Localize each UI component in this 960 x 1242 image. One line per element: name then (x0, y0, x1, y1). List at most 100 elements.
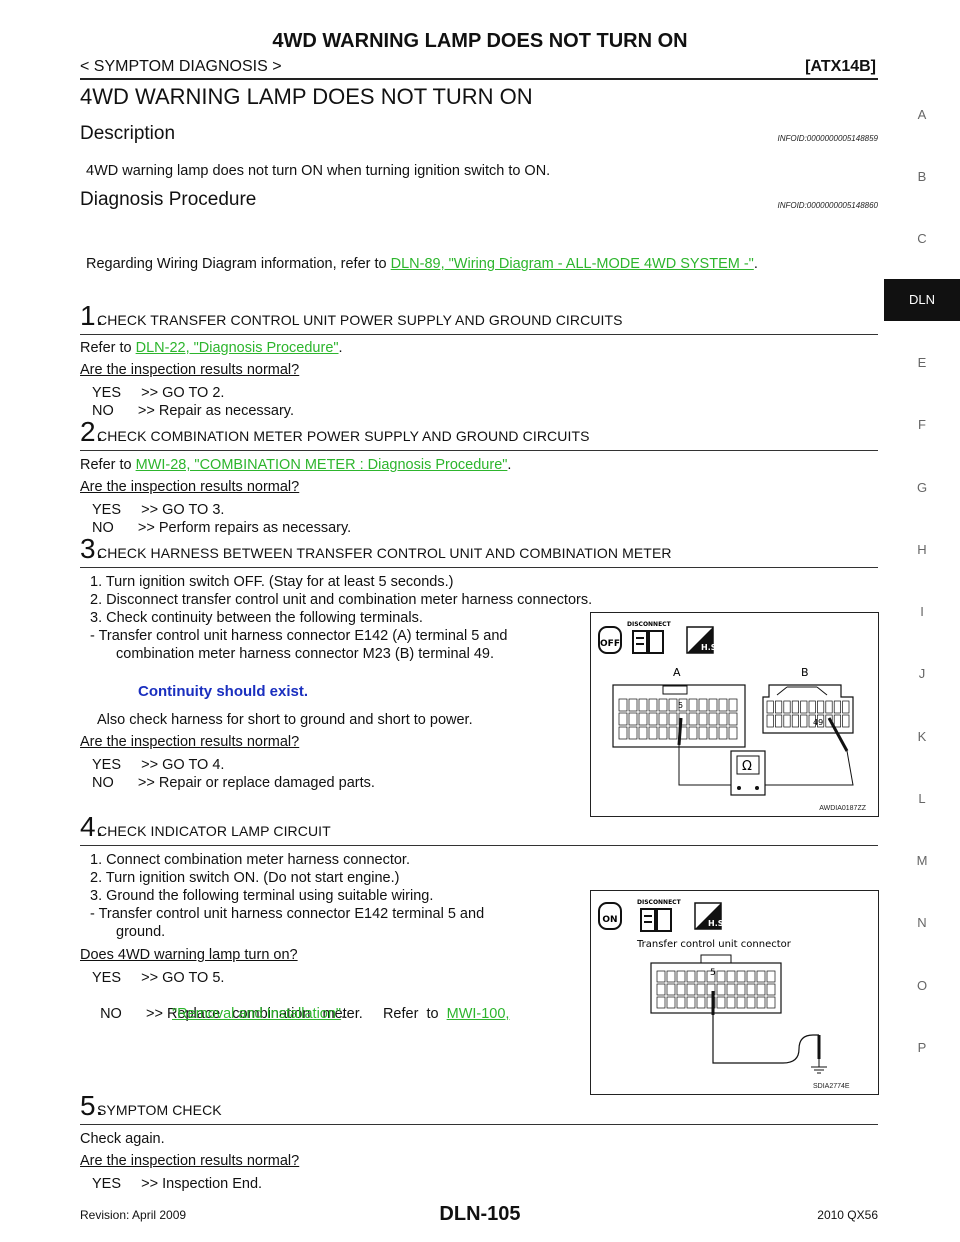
section-tab-e[interactable]: E (917, 355, 927, 370)
step-1-link[interactable]: DLN-22, "Diagnosis Procedure" (135, 340, 339, 356)
header-section: < SYMPTOM DIAGNOSIS > (80, 58, 282, 75)
connector-cell (718, 726, 728, 740)
connector-cell (698, 726, 708, 740)
step-5-number: 5. (80, 1090, 104, 1121)
connector-cell (817, 700, 825, 714)
connector-cell (716, 996, 726, 1009)
connector-cell (676, 970, 686, 983)
section-tab-j[interactable]: J (918, 666, 926, 681)
ground-diagram: ON DISCONNECT H.S. Transfer control unit… (598, 899, 827, 1074)
section-tab-c[interactable]: C (917, 231, 927, 246)
section-tab-l[interactable]: L (918, 791, 926, 806)
step-3-title: CHECK HARNESS BETWEEN TRANSFER CONTROL U… (97, 545, 672, 561)
section-tab-k[interactable]: K (917, 729, 927, 744)
connector-cell (698, 698, 708, 712)
wiring-diagram-link[interactable]: DLN-89, "Wiring Diagram - ALL-MODE 4WD S… (390, 256, 754, 272)
step-3-yes: YES >> GO TO 4. (92, 757, 225, 773)
connector-cell (706, 970, 716, 983)
connector-cell (648, 712, 658, 726)
ground-symbol-icon (811, 1059, 827, 1074)
ohmmeter-icon: Ω (730, 750, 766, 796)
step-2-link[interactable]: MWI-28, "COMBINATION METER : Diagnosis P… (135, 457, 508, 473)
section-tab-n[interactable]: N (917, 915, 927, 930)
connector-cell (696, 970, 706, 983)
step-4-no-suffix: . (341, 1006, 346, 1022)
disconnect-icon: DISCONNECT (637, 899, 682, 932)
ignition-off-icon: OFF (598, 626, 622, 654)
connector-cell (676, 983, 686, 996)
connector-cell (628, 698, 638, 712)
connector-cell (842, 714, 850, 728)
step-3-item-4: - Transfer control unit harness connecto… (90, 628, 508, 644)
description-text: 4WD warning lamp does not turn ON when t… (86, 163, 551, 179)
step-4-link-2[interactable]: "Removal and Installation" (172, 1006, 342, 1022)
step-4-link-1[interactable]: MWI-100, (446, 1006, 510, 1022)
section-tab-g[interactable]: G (916, 480, 928, 495)
step-1-refer-prefix: Refer to (80, 340, 136, 356)
section-tab-dln[interactable]: DLN (884, 279, 960, 321)
connector-cell (736, 996, 746, 1009)
section-tab-m[interactable]: M (916, 853, 928, 868)
connector-cell (766, 996, 776, 1009)
connector-cell (775, 714, 783, 728)
step-4-item-2: 2. Turn ignition switch ON. (Do not star… (90, 870, 400, 886)
step-5-header: 5. SYMPTOM CHECK (80, 1090, 878, 1125)
connector-cell (638, 712, 648, 726)
step-3-also: Also check harness for short to ground a… (97, 712, 473, 728)
connector-cell (658, 726, 668, 740)
connector-cell (817, 714, 825, 728)
section-tab-i[interactable]: I (920, 604, 924, 619)
header-rule (80, 78, 878, 80)
step-3-item-3: 3. Check continuity between the followin… (90, 610, 423, 626)
step-2-yes: YES >> GO TO 3. (92, 502, 225, 518)
connector-cell (808, 700, 816, 714)
step-3-question: Are the inspection results normal? (80, 734, 300, 750)
step-2-refer-prefix: Refer to (80, 457, 136, 473)
step-1-question: Are the inspection results normal? (80, 362, 300, 378)
connector-cell (638, 726, 648, 740)
footer-model: 2010 QX56 (817, 1208, 878, 1222)
connector-cell (648, 726, 658, 740)
section-tab-a[interactable]: A (917, 107, 927, 122)
description-heading: Description (80, 123, 176, 144)
step-2-number: 2. (80, 416, 104, 447)
step-4-no: NO >> Replace combination meter. Refer t… (92, 987, 509, 1023)
description-infoid: INFOID:0000000005148859 (777, 134, 878, 143)
connector-cell (728, 726, 738, 740)
hs-label-2: H.S. (708, 919, 727, 928)
off-label: OFF (600, 639, 620, 649)
section-tab-f[interactable]: F (918, 417, 926, 432)
footer-revision: Revision: April 2009 (80, 1208, 187, 1222)
step-4-item-1: 1. Connect combination meter harness con… (90, 852, 410, 868)
connector-cell (746, 996, 756, 1009)
connector-cell (706, 996, 716, 1009)
step-2-refer-suffix: . (507, 457, 512, 473)
connector-cell (833, 714, 841, 728)
step-1-header: 1. CHECK TRANSFER CONTROL UNIT POWER SUP… (80, 300, 878, 335)
section-tab-o[interactable]: O (916, 978, 928, 993)
connector-a: 5 (612, 684, 746, 748)
section-tab-h[interactable]: H (917, 542, 927, 557)
ignition-on-icon: ON (598, 902, 622, 930)
connector-cell (656, 996, 666, 1009)
connector-cell (638, 698, 648, 712)
connector-cell (618, 712, 628, 726)
connector-cell (766, 700, 774, 714)
connector-cell (783, 714, 791, 728)
step-5-text: Check again. (80, 1131, 165, 1147)
step-4-question: Does 4WD warning lamp turn on? (80, 947, 298, 963)
step-3-item-1: 1. Turn ignition switch OFF. (Stay for a… (90, 574, 454, 590)
step-1-yes: YES >> GO TO 2. (92, 385, 225, 401)
figure-2-code: SDIA2774E (813, 1083, 850, 1090)
section-tab-b[interactable]: B (917, 169, 927, 184)
connector-cell (783, 700, 791, 714)
step-4-yes: YES >> GO TO 5. (92, 970, 225, 986)
connector-cell (668, 698, 678, 712)
connector-cell (696, 996, 706, 1009)
connector-cell (756, 970, 766, 983)
connector-cell (716, 970, 726, 983)
connector-cell (766, 983, 776, 996)
connector-b: 49 (762, 684, 854, 734)
connector-cell (775, 700, 783, 714)
section-tab-p[interactable]: P (917, 1040, 927, 1055)
